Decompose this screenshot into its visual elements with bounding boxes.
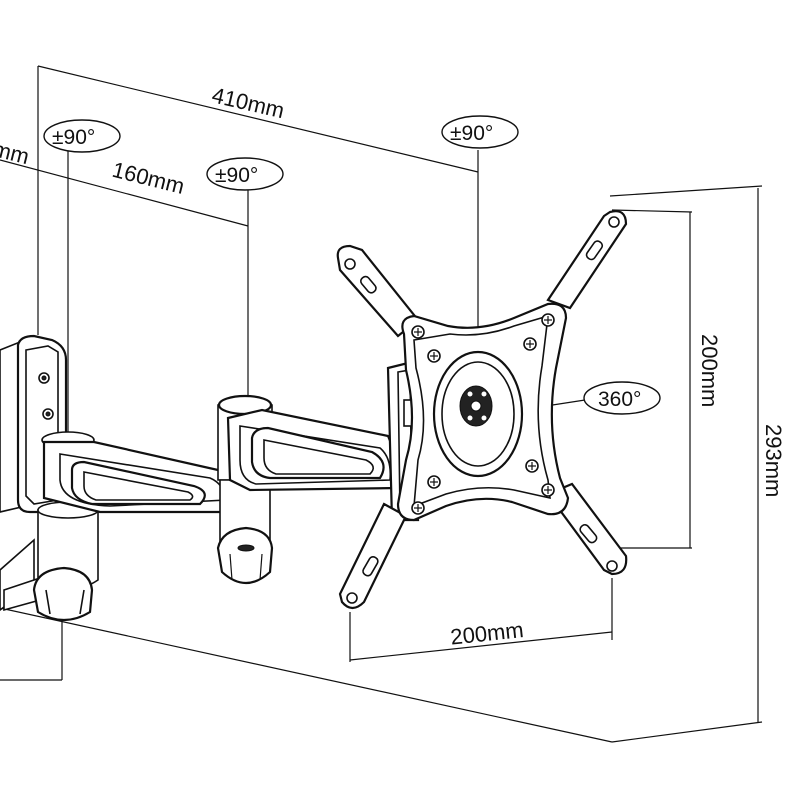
tilt-pivot-rotation-badge: ±90°: [441, 115, 519, 149]
vesa-bracket-bottom-right: [546, 482, 628, 576]
svg-text:360°: 360°: [598, 388, 641, 411]
svg-text:±90°: ±90°: [215, 164, 258, 187]
first-arm: [42, 440, 238, 514]
svg-text:±90°: ±90°: [450, 122, 493, 145]
dim-partial-label: mm: [0, 136, 32, 169]
vesa-bracket-bottom-left: [338, 502, 408, 610]
wall-pivot-rotation-badge: ±90°: [43, 119, 121, 153]
vesa-bracket-top-right: [546, 210, 628, 310]
dim-293-label: 293mm: [761, 424, 786, 497]
rotation-badges: ±90° ±90° ±90° 360°: [43, 115, 661, 415]
dimension-lines: [0, 65, 763, 743]
plate-screws: [411, 313, 555, 515]
svg-text:±90°: ±90°: [52, 126, 95, 149]
rotation-disc: [432, 350, 524, 478]
dim-200-vertical-label: 200mm: [697, 334, 722, 407]
plate-rotation-badge: 360°: [583, 381, 661, 415]
dim-200-horizontal-label: 200mm: [449, 617, 525, 650]
second-arm: [226, 408, 400, 492]
vesa-plate: [336, 210, 628, 610]
mid-pivot-rotation-badge: ±90°: [206, 157, 284, 191]
